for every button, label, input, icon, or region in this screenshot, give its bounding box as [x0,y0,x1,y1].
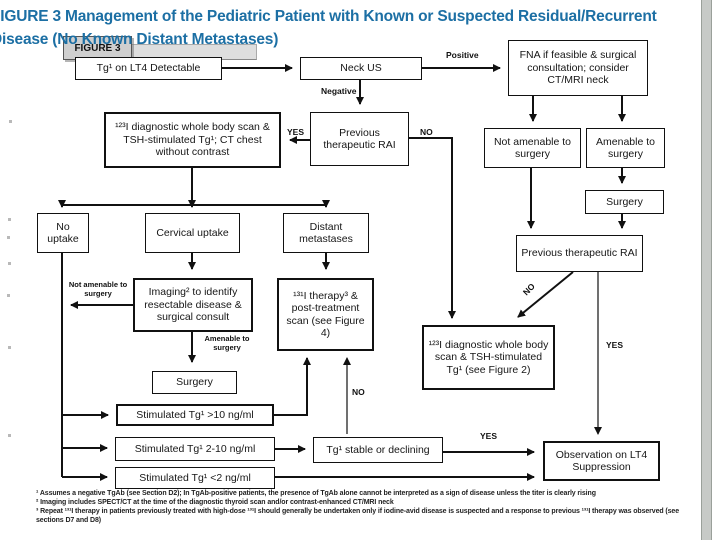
node-distant-metastases: Distant metastases [283,213,369,253]
node-no-uptake: No uptake [37,213,89,253]
edge-label-negative: Negative [321,86,357,96]
edge-label-yes-bottom: YES [480,431,498,441]
node-neck-us: Neck US [300,57,422,80]
node-amenable-surgery: Amenable to surgery [586,128,665,168]
node-i131-therapy: ¹³¹I therapy³ & post-treatment scan (see… [277,278,374,351]
slide-bullet-artifact [8,218,11,221]
node-imaging-resectable: Imaging² to identify resectable disease … [133,278,253,332]
figure-label-tab: FIGURE 3 [63,36,132,60]
slide-bullet-artifact [8,434,11,437]
slide-bullet-artifact [7,236,10,239]
node-wbs-ct-chest: ¹²³I diagnostic whole body scan & TSH-st… [104,112,281,168]
slide-bullet-artifact [9,120,12,123]
edge-label-not-amenable: Not amenable to surgery [68,280,128,298]
node-previous-rai-2: Previous therapeutic RAI [516,235,643,272]
node-not-amenable-surgery: Not amenable to surgery [484,128,581,168]
footnotes: ¹ Assumes a negative TgAb (see Section D… [36,489,698,525]
edge-label-yes-rai1: YES [287,127,305,137]
slide-title-line1: FIGURE 3 Management of the Pediatric Pat… [0,8,657,25]
node-cervical-uptake: Cervical uptake [145,213,240,253]
node-previous-rai-1: Previous therapeutic RAI [310,112,409,166]
node-stim-tg-gt10: Stimulated Tg¹ >10 ng/ml [116,404,274,426]
footnote-3: ³ Repeat ¹³¹I therapy in patients previo… [36,508,680,524]
slide-bullet-artifact [8,346,11,349]
footnote-2: ² Imaging includes SPECT/CT at the time … [36,499,394,506]
node-surgery-left: Surgery [152,371,237,394]
node-stim-tg-2-10: Stimulated Tg¹ 2-10 ng/ml [115,437,275,461]
slide-bullet-artifact [7,294,10,297]
edge-label-no-bottom: NO [352,387,365,397]
node-tg-stable-declining: Tg¹ stable or declining [313,437,443,463]
node-tg-on-lt4: Tg¹ on LT4 Detectable [75,57,222,80]
slide-bullet-artifact [8,262,11,265]
node-observation-lt4: Observation on LT4 Suppression [543,441,660,481]
edge-label-yes-right: YES [606,340,624,350]
vertical-scrollbar[interactable] [701,0,712,540]
node-wbs-see-figure2: ¹²³I diagnostic whole body scan & TSH-st… [422,325,555,390]
edge-label-no-rai1: NO [420,127,433,137]
slide-title: FIGURE 3 Management of the Pediatric Pat… [0,5,701,51]
node-surgery-right: Surgery [585,190,664,214]
slide-title-line2: Disease (No Known Distant Metastases) [0,31,279,48]
footnote-1: ¹ Assumes a negative TgAb (see Section D… [36,490,596,497]
edge-label-amenable: Amenable to surgery [204,334,250,352]
node-fna-consult: FNA if feasible & surgical consultation;… [508,40,648,96]
node-stim-tg-lt2: Stimulated Tg¹ <2 ng/ml [115,467,275,489]
edge-label-positive: Positive [446,50,479,60]
